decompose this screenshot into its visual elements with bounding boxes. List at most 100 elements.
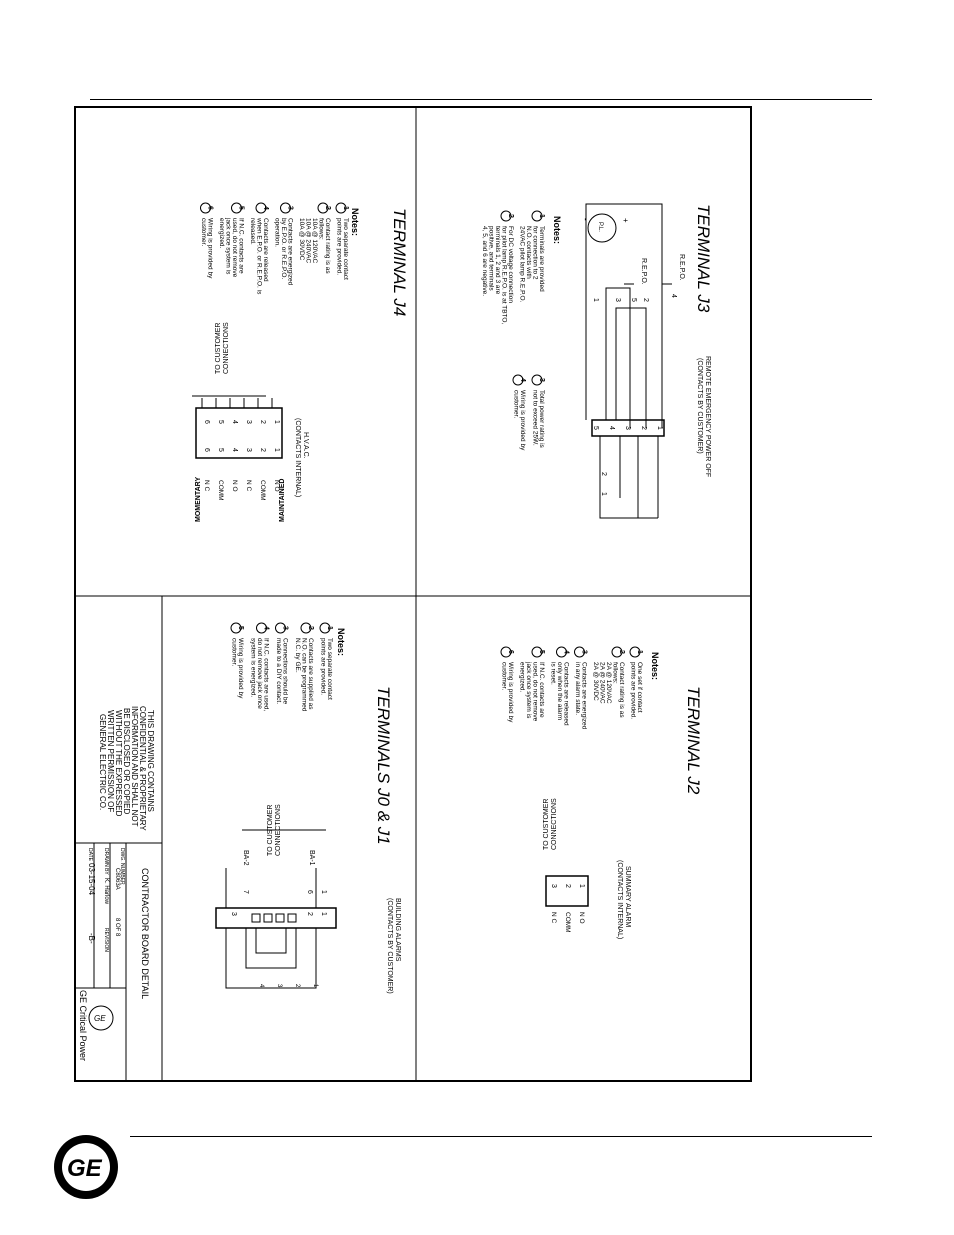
- svg-text:BE DISCLOSED OR COPIED: BE DISCLOSED OR COPIED: [122, 708, 131, 814]
- j3-pin-1: 1: [656, 426, 663, 430]
- note-line: Wiring is provided by: [519, 390, 526, 451]
- note-number-circle: [531, 646, 543, 658]
- svg-text:CONFIDENTIAL & PROPRIETARY: CONFIDENTIAL & PROPRIETARY: [138, 706, 147, 831]
- j10-blank-pin: [287, 913, 297, 923]
- j10-pin-1: 1: [320, 912, 327, 916]
- j10-pin-3: 3: [230, 912, 237, 916]
- note-line: Contacts are energized: [287, 218, 294, 286]
- j4-pin-block-3: 3: [245, 448, 252, 452]
- note-line: energized.: [519, 662, 526, 693]
- note-line: when E.P.O. or R.E.P.O. is: [256, 217, 263, 295]
- j3-unit-label: REMOTE EMERGENCY POWER OFF: [704, 356, 711, 477]
- j10-wire-7: 7: [242, 890, 249, 894]
- note-line: jack once system is: [225, 217, 232, 275]
- j4-pin-4: 4: [231, 420, 238, 424]
- j4-pin-block-1: 1: [273, 448, 280, 452]
- j2-unit-label-sub: (CONTACTS INTERNAL): [616, 860, 623, 939]
- note-line: used, do not remove: [231, 218, 238, 278]
- note-line: Wiring is provided by: [237, 638, 244, 699]
- drawn-by-label: DRAWN BY: [103, 848, 109, 875]
- j10-wire-6: 6: [306, 890, 313, 894]
- note-line: points are provided.: [320, 638, 327, 695]
- j3-repo-label-2: R.E.P.O.: [640, 258, 647, 285]
- note-line: only when the alarm: [556, 662, 563, 720]
- note-line: jack once system is: [525, 661, 532, 719]
- j2-connections-label: TO CUSTOMER: [543, 799, 550, 850]
- j3-notes-label: Notes:: [552, 216, 562, 244]
- note-number-circle: [300, 622, 312, 634]
- note-line: Contact rating is as: [324, 218, 331, 274]
- j4-mode-maintained: MAINTAINED: [279, 479, 286, 522]
- j10-unit-label: BUILDING ALARMS: [394, 898, 401, 962]
- j4-contact-label: N C: [245, 480, 252, 492]
- j4-pin-block-4: 4: [231, 448, 238, 452]
- j4-pin-2: 2: [259, 420, 266, 424]
- note-number-circle: [611, 646, 623, 658]
- note-line: N.C. by GE.: [294, 638, 301, 673]
- j3-pilot-lamp-icon: [587, 213, 617, 243]
- sheet-number: 8 OF 8: [114, 918, 120, 937]
- terminal-j3-panel: TERMINAL J3 REMOTE EMERGENCY POWER OFF (…: [481, 203, 713, 519]
- note-number-circle: [500, 210, 512, 222]
- note-number: 5: [538, 650, 545, 654]
- note-line: N.O. can be programmed: [301, 638, 308, 712]
- note-number-circle: [531, 374, 543, 386]
- j10-contact-num: 4: [258, 984, 264, 988]
- j10-blank-pin: [263, 913, 273, 923]
- j10-unit-label-sub: (CONTACTS BY CUSTOMER): [386, 898, 393, 994]
- note-line: operation.: [274, 218, 281, 247]
- svg-text:INFORMATION AND SHALL NOT: INFORMATION AND SHALL NOT: [130, 706, 139, 827]
- note-number-circle: [200, 202, 211, 214]
- note-line: Terminals are provided: [538, 226, 545, 292]
- j4-contact-label: N O: [231, 480, 238, 492]
- j3-wire-2: 2: [642, 298, 649, 302]
- note-line: If N.C. contacts are: [238, 218, 245, 274]
- j3-contact-1: 1: [600, 492, 607, 496]
- j2-pin-1: 1: [578, 884, 585, 888]
- dwg-number: C8063A: [114, 868, 120, 890]
- j10-wire-1: 1: [320, 890, 327, 894]
- wiring-drawing: CONTRACTOR BOARD DETAIL DWG. NUMBER C806…: [74, 106, 752, 1082]
- note-number: 2: [324, 206, 331, 210]
- title-block-title: CONTRACTOR BOARD DETAIL: [140, 868, 150, 999]
- note-line: Two separate contact: [326, 638, 333, 700]
- drawn-by: K. Harlow: [103, 878, 109, 905]
- note-number-circle: [280, 202, 291, 214]
- j3-contact-2: 2: [600, 472, 607, 476]
- note-line: N.O. contacts with: [525, 226, 532, 279]
- terminal-j10-title: TERMINALS J0 & J1: [374, 686, 393, 845]
- date-label: DATE: [87, 848, 93, 862]
- j4-contact-label: COMM: [259, 480, 266, 501]
- note-line: If N.C. contacts are: [538, 662, 545, 718]
- note-line: One set if contact: [636, 662, 643, 713]
- ge-small-logo-text: GE: [94, 1014, 106, 1023]
- note-line: customer.: [501, 662, 508, 690]
- note-line: Contacts are energized: [581, 662, 588, 730]
- note-line: by E.P.O. or R.E.P.O.: [280, 218, 287, 279]
- j3-pin-4: 4: [608, 426, 615, 430]
- note-line: energized.: [218, 218, 225, 249]
- j10-contact-num: 3: [276, 984, 282, 988]
- note-line: 10A @ 30VDC: [298, 218, 305, 261]
- terminal-j10-panel: TERMINALS J0 & J1 BUILDING ALARMS (CONTA…: [215, 622, 401, 994]
- j4-unit-label-sub: (CONTACTS INTERNAL): [294, 418, 301, 497]
- note-line: used, do not remove: [532, 662, 539, 722]
- j3-pl-label: P.L.: [597, 222, 603, 232]
- j2-pin-2: 2: [564, 884, 571, 888]
- note-line: points are provided.: [336, 218, 343, 275]
- terminal-j4-title: TERMINAL J4: [390, 208, 409, 316]
- note-number-circle: [230, 622, 242, 634]
- note-number-circle: [317, 202, 329, 214]
- note-line: For DC voltage connection: [507, 226, 514, 303]
- confidential-notice: THIS DRAWING CONTAINS CONFIDENTIAL & PRO…: [98, 706, 155, 831]
- company: GE Critical Power: [78, 990, 88, 1061]
- note-number-circle: [335, 202, 347, 214]
- j2-notes-label: Notes:: [650, 652, 660, 680]
- j3-pin-2: 2: [640, 426, 647, 430]
- note-line: Wiring is provided by: [507, 662, 514, 723]
- note-number-circle: [512, 374, 524, 386]
- j3-unit-label-sub: (CONTACTS BY CUSTOMER): [696, 358, 703, 454]
- ge-small-logo-icon: [88, 1005, 114, 1031]
